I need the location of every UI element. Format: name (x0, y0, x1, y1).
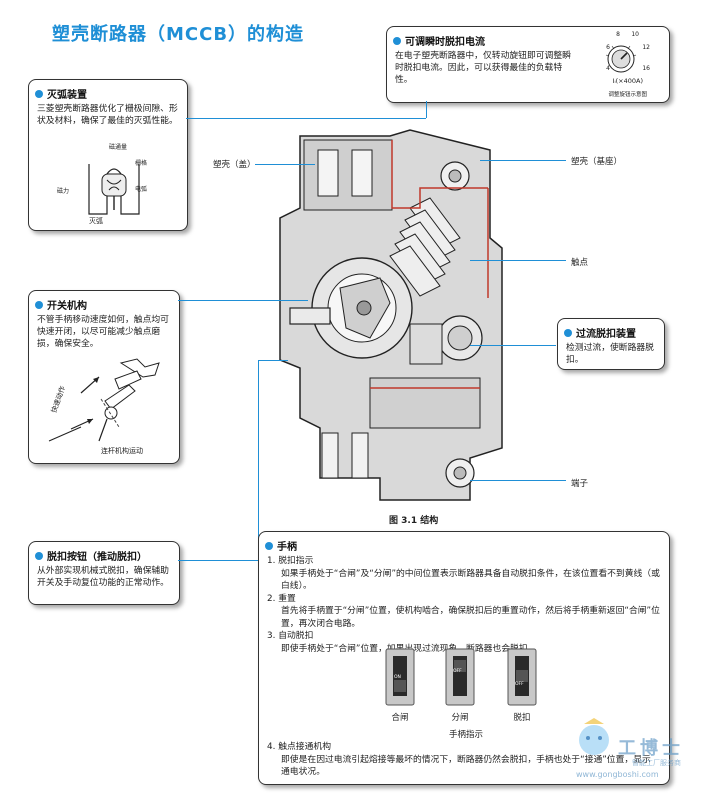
handle-state-label: 脱扣 (513, 713, 531, 723)
arc-extinguisher-box: 灭弧装置 三菱塑壳断路器优化了栅极间隙、形状及材料，确保了最佳的灭弧性能。 磁通… (28, 79, 188, 231)
adjustable-trip-box: 可调瞬时脱扣电流 在电子塑壳断路器中，仅转动旋钮即可调整瞬时脱扣电流。因此，可以… (386, 26, 670, 103)
handle-mark-off: OFF (453, 669, 462, 674)
leader-line (470, 260, 566, 261)
adjustable-trip-heading: 可调瞬时脱扣电流 (405, 37, 485, 48)
watermark-site: www.gongboshi.com (576, 770, 659, 779)
leader-line (470, 345, 556, 346)
dial-tick: 12 (642, 44, 650, 51)
mccb-structure-illustration (279, 129, 503, 501)
switch-mechanism-box: 开关机构 不管手柄移动速度如何，触点均可快速开闭，以尽可能减少触点磨损，确保安全… (28, 290, 180, 464)
handle-state-label: 合闸 (391, 713, 409, 723)
arc-label-grid: 栅格 (135, 160, 148, 167)
linkage-mechanism-illustration (48, 358, 160, 442)
handle-state-on: ON 合闸 (383, 648, 417, 723)
leader-line (480, 160, 566, 161)
callout-contact: 触点 (571, 258, 589, 268)
callout-base: 塑壳（基座） (571, 157, 623, 167)
switch-text: 不管手柄移动速度如何，触点均可快速开闭，以尽可能减少触点磨损，确保安全。 (37, 315, 169, 349)
bullet-icon (35, 89, 43, 98)
dial-tick: 8 (616, 31, 620, 38)
handle-on-icon (385, 648, 415, 706)
arc-label-arc: 电弧 (135, 186, 148, 193)
arc-label-flux: 磁通量 (109, 144, 128, 151)
callout-terminal: 端子 (571, 479, 589, 489)
trip-button-text: 从外部实现机械式脱扣，确保辅助开关及手动复位功能的正常动作。 (37, 566, 169, 588)
handle-state-label: 分闸 (451, 713, 469, 723)
handle-off-icon (445, 648, 475, 706)
handle-tripped-icon (507, 648, 537, 706)
arc-heading: 灭弧装置 (47, 90, 87, 101)
trip-button-heading: 脱扣按钮（推动脱扣） (47, 552, 147, 563)
mascot-logo-icon (579, 718, 609, 755)
overcurrent-heading: 过流脱扣装置 (576, 329, 636, 340)
adjustable-trip-text: 在电子塑壳断路器中，仅转动旋钮即可调整瞬时脱扣电流。因此，可以获得最佳的负载特性… (395, 51, 571, 85)
arc-caption: 灭弧 (89, 217, 103, 225)
figure-caption: 图 3.1 结构 (389, 516, 439, 526)
handle-item-body: 首先将手柄置于“分闸”位置，使机构啮合，确保脱扣后的重置动作，然后将手柄重新返回… (281, 606, 660, 629)
watermark-tagline: 智能工厂服务商 (632, 759, 681, 767)
handle-heading: 手柄 (277, 542, 297, 553)
handle-item: 4. 触点接通机构 即使是在因过电流引起熔接等最坏的情况下，断路器仍然会脱扣，手… (267, 741, 657, 779)
bullet-icon (393, 36, 401, 45)
handle-item: 2. 重置 首先将手柄置于“分闸”位置，使机构啮合，确保脱扣后的重置动作，然后将… (267, 593, 660, 629)
overcurrent-text: 检测过流，使断路器脱扣。 (566, 343, 654, 365)
dial-tick: 16 (642, 65, 650, 72)
leader-line (470, 480, 566, 481)
handle-item-body: 如果手柄处于“合闸”及“分闸”的中间位置表示断路器具备自动脱扣条件，在该位置看不… (281, 568, 660, 592)
linkage-caption: 连杆机构运动 (101, 447, 143, 455)
leader-line (426, 101, 427, 118)
bullet-icon (35, 300, 43, 309)
handle-item-title: 重置 (278, 593, 296, 604)
bullet-icon (265, 541, 273, 550)
arc-label-force: 磁力 (57, 188, 70, 195)
dial-tick: 4 (606, 65, 610, 72)
dial-tick: 6 (606, 44, 610, 51)
overcurrent-trip-box: 过流脱扣装置 检测过流，使断路器脱扣。 (557, 318, 665, 370)
dial-tick: 10 (631, 31, 639, 38)
page-title: 塑壳断路器（MCCB）的构造 (52, 24, 305, 45)
dial-caption: 调整旋钮示意图 (608, 92, 647, 98)
handle-state-tripped: OFF 脱扣 (505, 648, 539, 723)
dial-unit: Iᵢ(×400A) (612, 77, 643, 85)
handle-mark-on: ON (394, 675, 401, 680)
handle-item: 1. 脱扣指示 如果手柄处于“合闸”及“分闸”的中间位置表示断路器具备自动脱扣条… (267, 556, 660, 592)
handle-item-body: 即使是在因过电流引起熔接等最坏的情况下，断路器仍然会脱扣，手柄也处于“接通”位置… (281, 754, 651, 778)
leader-line (178, 560, 258, 561)
leader-line (258, 360, 259, 560)
arc-chute-illustration (88, 164, 140, 215)
arc-text: 三菱塑壳断路器优化了栅极间隙、形状及材料，确保了最佳的灭弧性能。 (37, 104, 178, 126)
bullet-icon (564, 328, 572, 337)
leader-line (258, 360, 288, 361)
handle-item-title: 触点接通机构 (278, 742, 331, 752)
callout-cover: 塑壳（盖） (213, 160, 256, 170)
leader-line (178, 300, 308, 301)
bullet-icon (35, 551, 43, 560)
handle-mark-tripped: OFF (515, 682, 524, 687)
handle-item-title: 脱扣指示 (278, 556, 314, 566)
handle-indicator-caption: 手柄指示 (449, 730, 484, 740)
watermark-brand: 工博士 (618, 738, 684, 759)
handle-state-off: OFF 分闸 (443, 648, 477, 723)
leader-line (255, 164, 315, 165)
adjustment-dial-illustration (605, 45, 637, 73)
leader-line (186, 118, 426, 119)
switch-heading: 开关机构 (47, 301, 87, 312)
handle-item-title: 自动脱扣 (278, 631, 314, 641)
trip-button-box: 脱扣按钮（推动脱扣） 从外部实现机械式脱扣，确保辅助开关及手动复位功能的正常动作… (28, 541, 180, 605)
